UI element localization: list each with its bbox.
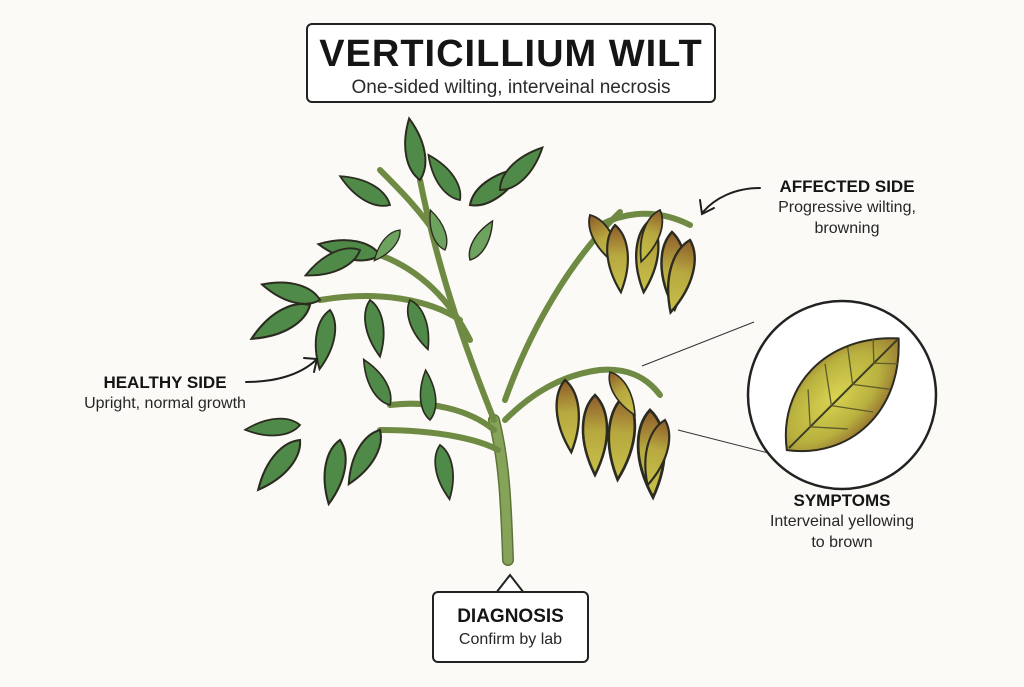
plant-stems: [317, 167, 693, 566]
diagnosis-heading: DIAGNOSIS: [457, 606, 564, 627]
title-box: VERTICILLIUM WILT One-sided wilting, int…: [306, 23, 716, 103]
affected-heading: AFFECTED SIDE: [779, 177, 915, 196]
healthy-arrow: [245, 359, 317, 383]
affected-line2: browning: [814, 220, 880, 237]
affected-arrow: [702, 187, 761, 213]
affected-side-label: AFFECTED SIDE Progressive wilting, brown…: [742, 176, 952, 239]
page-subtitle: One-sided wilting, interveinal necrosis: [351, 77, 671, 98]
diagnosis-pointer: [495, 573, 525, 594]
affected-arrowhead: [699, 199, 715, 216]
callout-arrows: [245, 187, 761, 383]
healthy-arrowhead: [303, 357, 319, 373]
healthy-heading: HEALTHY SIDE: [103, 373, 227, 392]
affected-leaves: [552, 206, 703, 500]
leaf-magnifier-inset: [641, 299, 938, 491]
diagnosis-line1: Confirm by lab: [458, 631, 563, 648]
affected-line1: Progressive wilting,: [778, 199, 916, 216]
symptoms-line1: Interveinal yellowing: [769, 513, 915, 530]
page-title: VERTICILLIUM WILT: [319, 33, 703, 75]
healthy-line1: Upright, normal growth: [84, 395, 246, 412]
symptoms-line2: to brown: [811, 534, 873, 551]
healthy-side-label: HEALTHY SIDE Upright, normal growth: [60, 372, 270, 414]
symptoms-heading: SYMPTOMS: [793, 491, 891, 510]
symptoms-label: SYMPTOMS Interveinal yellowing to brown: [742, 490, 942, 553]
diagnosis-box: DIAGNOSIS Confirm by lab: [432, 591, 589, 663]
